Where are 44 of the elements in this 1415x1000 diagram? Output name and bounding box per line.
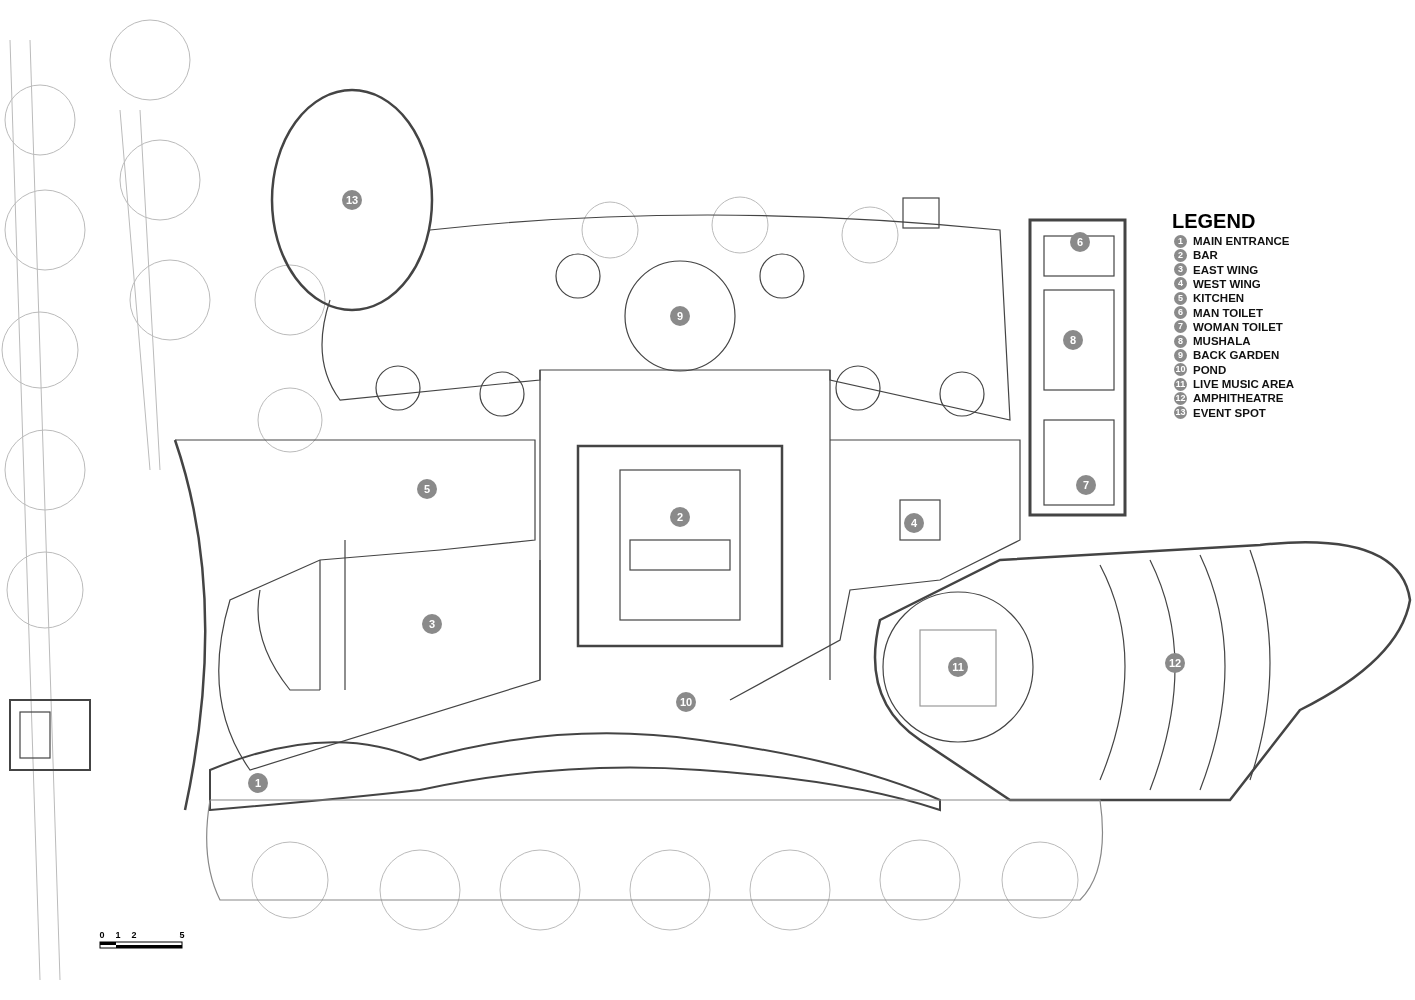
legend-text: EAST WING (1193, 263, 1259, 276)
legend-number: 11 (1174, 377, 1187, 391)
callout-number: 11 (948, 657, 968, 677)
scale-label: 0 (99, 930, 105, 940)
callout-number: 12 (1165, 653, 1185, 673)
callout-number: 6 (1070, 232, 1090, 252)
legend-text: EVENT SPOT (1193, 406, 1266, 419)
callout-number: 2 (670, 507, 690, 527)
legend-number: 12 (1174, 391, 1187, 405)
legend-text: MAIN ENTRANCE (1193, 235, 1290, 247)
legend-number: 5 (1174, 291, 1187, 305)
legend-number: 3 (1174, 263, 1187, 277)
legend-number: 9 (1174, 348, 1187, 362)
legend-text: BAR (1193, 249, 1218, 262)
callout-number: 9 (670, 306, 690, 326)
legend-text: MAN TOILET (1193, 306, 1264, 319)
callout-number: 1 (248, 773, 268, 793)
legend-text: LIVE MUSIC AREA (1193, 378, 1295, 390)
legend-text: BACK GARDEN (1193, 349, 1280, 362)
callout-number: 5 (417, 479, 437, 499)
legend-number: 10 (1174, 363, 1187, 377)
callout-number: 4 (904, 513, 924, 533)
scale-label: 1 (115, 930, 121, 940)
legend-number: 13 (1174, 406, 1187, 420)
legend-number: 7 (1174, 320, 1187, 334)
legend-number: 8 (1174, 334, 1187, 348)
legend-number: 6 (1174, 306, 1187, 319)
scale-label: 2 (131, 930, 137, 940)
legend-text: KITCHEN (1193, 292, 1245, 305)
legend-text: WOMAN TOILET (1193, 320, 1283, 333)
callout-number: 7 (1076, 475, 1096, 495)
legend-text: POND (1193, 363, 1227, 376)
scale-label: 5 (179, 930, 185, 940)
legend-text: AMPHITHEATRE (1193, 392, 1284, 405)
callout-number: 3 (422, 614, 442, 634)
legend-number: 4 (1174, 277, 1187, 291)
callout-number: 8 (1063, 330, 1083, 350)
callout-number: 13 (342, 190, 362, 210)
legend-text: MUSHALA (1193, 335, 1251, 348)
callout-number: 10 (676, 692, 696, 712)
legend-text: WEST WING (1193, 277, 1261, 290)
legend-number: 2 (1174, 248, 1187, 262)
legend-title: LEGEND (1172, 210, 1256, 233)
legend-number: 1 (1174, 234, 1187, 248)
